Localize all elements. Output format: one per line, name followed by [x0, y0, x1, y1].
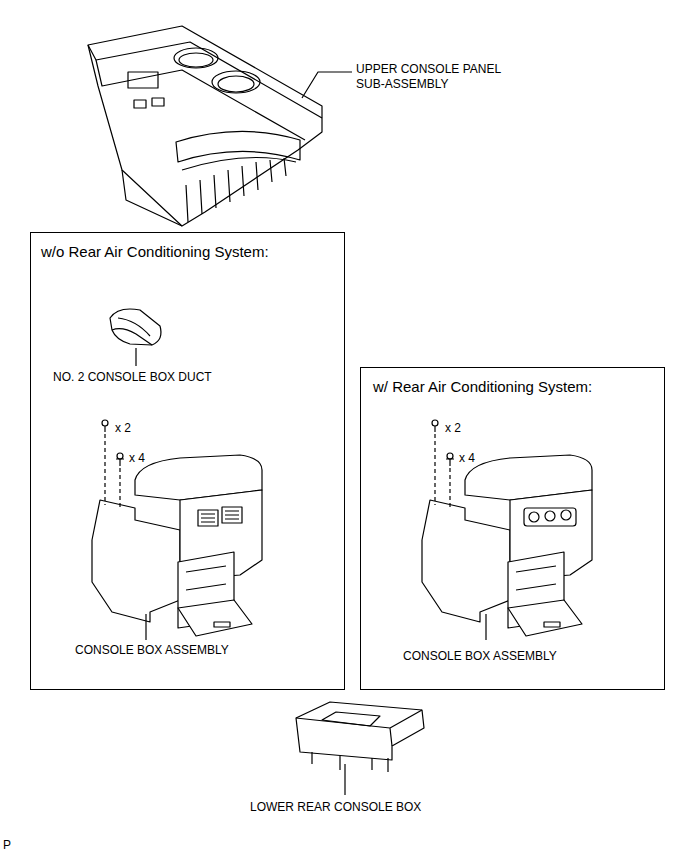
leader-line [485, 614, 486, 640]
part-label: CONSOLE BOX ASSEMBLY [403, 649, 557, 663]
frame-heading: w/o Rear Air Conditioning System: [41, 243, 269, 261]
console-box-assembly [92, 455, 262, 636]
console-box-assembly [422, 455, 592, 636]
part-label: x 4 [459, 451, 475, 465]
leader-line [145, 614, 146, 640]
console-box-duct [110, 309, 161, 345]
lower-rear-console-box [296, 702, 424, 772]
frame-heading: w/ Rear Air Conditioning System: [373, 378, 592, 396]
option-frame: w/o Rear Air Conditioning System: NO. 2 C… [30, 232, 345, 690]
part-label: x 4 [129, 451, 145, 465]
leader-line [302, 72, 352, 98]
part-label: CONSOLE BOX ASSEMBLY [75, 643, 229, 657]
upper-console-panel [88, 26, 322, 226]
leader-line [344, 764, 345, 795]
part-label: x 2 [115, 421, 131, 435]
part-label: x 2 [445, 421, 461, 435]
part-label: P [3, 838, 11, 853]
part-label: UPPER CONSOLE PANEL SUB-ASSEMBLY [356, 62, 504, 92]
option-frame: w/ Rear Air Conditioning System: x 2 x 4 CO… [360, 367, 665, 690]
leader-line [135, 348, 136, 366]
part-label: LOWER REAR CONSOLE BOX [250, 800, 421, 815]
part-label: NO. 2 CONSOLE BOX DUCT [53, 370, 212, 384]
